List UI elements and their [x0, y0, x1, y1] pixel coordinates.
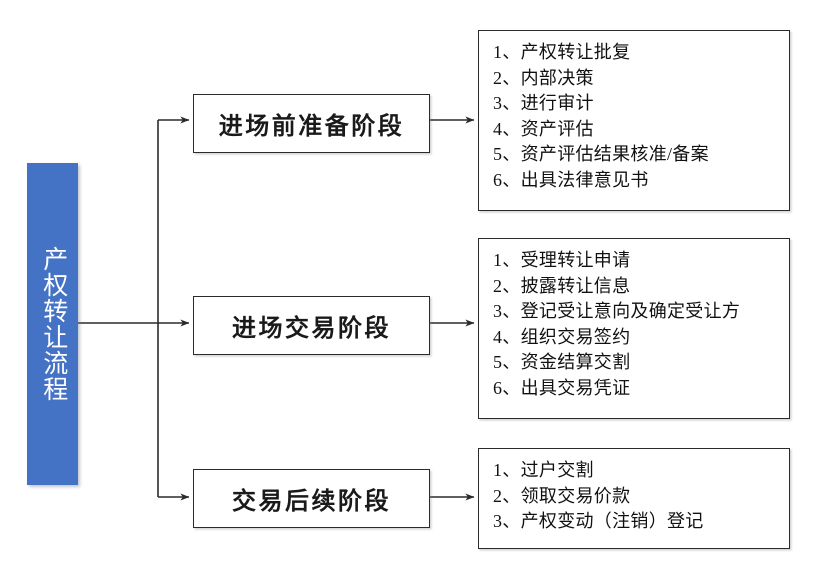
stage-label: 进场前准备阶段 — [218, 114, 405, 140]
list-item: 5、资产评估结果核准/备案 — [493, 144, 709, 164]
stage-label: 交易后续阶段 — [232, 489, 391, 515]
detail-box-on-floor-trading[interactable]: 1、受理转让申请 2、披露转让信息 3、登记受让意向及确定受让方 4、组织交易签… — [478, 238, 790, 419]
detail-list: 1、产权转让批复 2、内部决策 3、进行审计 4、资产评估 5、资产评估结果核准… — [493, 40, 779, 193]
list-item: 2、披露转让信息 — [493, 275, 631, 296]
list-item: 5、资金结算交割 — [493, 352, 631, 372]
list-item: 3、进行审计 — [493, 93, 594, 113]
detail-box-pre-entry-preparation[interactable]: 1、产权转让批复 2、内部决策 3、进行审计 4、资产评估 5、资产评估结果核准… — [478, 30, 790, 211]
root-node-label: 产权转让流程 — [39, 246, 67, 402]
detail-box-post-transaction[interactable]: 1、过户交割 2、领取交易价款 3、产权变动（注销）登记 — [478, 448, 790, 549]
list-item: 1、过户交割 — [493, 460, 594, 480]
list-item: 1、受理转让申请 — [493, 250, 631, 270]
list-item: 1、产权转让批复 — [493, 42, 631, 62]
stage-box-post-transaction[interactable]: 交易后续阶段 — [193, 469, 430, 528]
list-item: 6、出具法律意见书 — [493, 169, 649, 190]
stage-label: 进场交易阶段 — [232, 316, 391, 342]
root-node-property-transfer-process[interactable]: 产权转让流程 — [27, 163, 78, 485]
stage-box-pre-entry-preparation[interactable]: 进场前准备阶段 — [193, 94, 430, 153]
list-item: 4、资产评估 — [493, 118, 594, 139]
stage-box-on-floor-trading[interactable]: 进场交易阶段 — [193, 296, 430, 355]
list-item: 3、登记受让意向及确定受让方 — [493, 301, 741, 321]
list-item: 6、出具交易凭证 — [493, 377, 631, 398]
list-item: 2、领取交易价款 — [493, 485, 631, 506]
list-item: 4、组织交易签约 — [493, 326, 631, 347]
list-item: 3、产权变动（注销）登记 — [493, 511, 704, 531]
detail-list: 1、受理转让申请 2、披露转让信息 3、登记受让意向及确定受让方 4、组织交易签… — [493, 248, 779, 401]
list-item: 2、内部决策 — [493, 67, 594, 88]
detail-list: 1、过户交割 2、领取交易价款 3、产权变动（注销）登记 — [493, 458, 779, 535]
